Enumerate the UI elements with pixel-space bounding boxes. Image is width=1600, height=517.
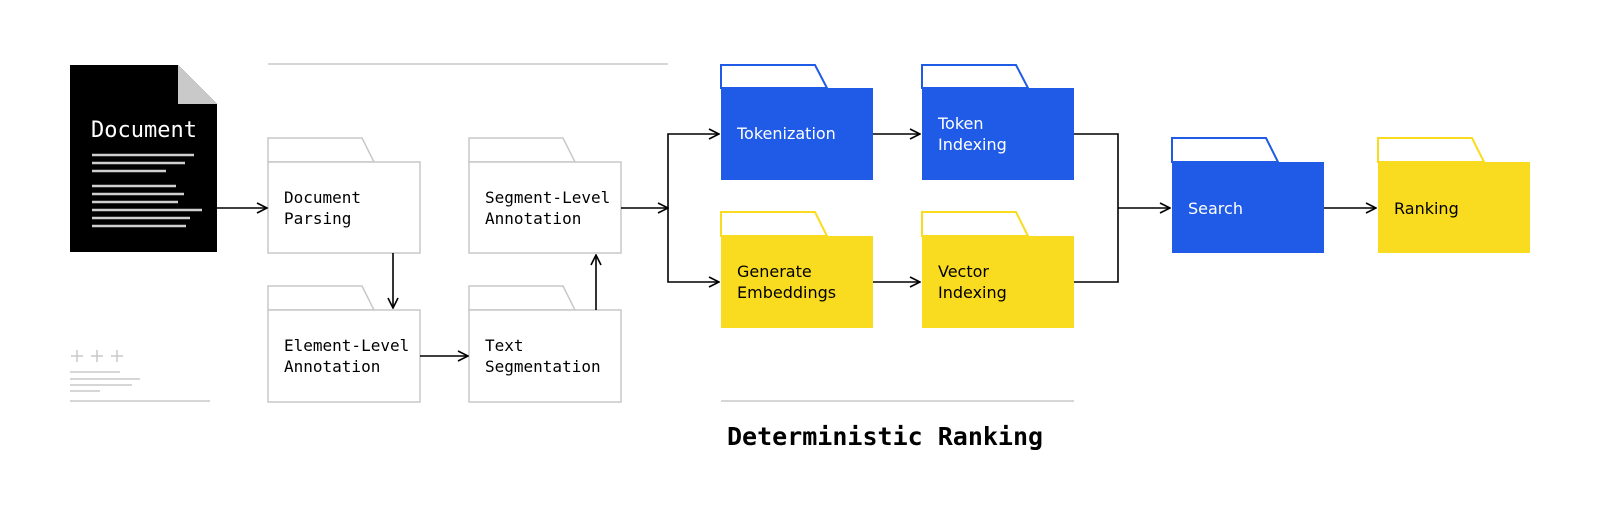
node-label: Segment-Level [485,188,610,207]
document-title: Document [91,118,197,143]
branch-down-to-embeddings [667,208,719,282]
node-label: Parsing [284,209,351,228]
node-label: Annotation [284,357,380,376]
section-label: Deterministic Ranking [727,422,1043,451]
node-label: Segmentation [485,357,601,376]
node-label: Element-Level [284,336,409,355]
node-label: Embeddings [737,283,836,302]
node-label: Annotation [485,209,581,228]
plus-icon-group [70,350,210,402]
branch-up-to-tokenization [667,134,719,208]
folder-tokenization: Tokenization [720,64,873,180]
folder-document-parsing: Document Parsing [267,137,421,254]
node-label: Generate [737,262,812,281]
merge-token-indexing [1074,133,1119,283]
folder-vector-indexing: Vector Indexing [921,211,1074,328]
node-label: Vector [938,262,989,281]
folder-ranking: Ranking [1377,137,1530,253]
folder-token-indexing: Token Indexing [921,64,1074,180]
node-label: Document [284,188,361,207]
node-label: Text [485,336,524,355]
folder-segment-annotation: Segment-Level Annotation [468,137,622,254]
folder-generate-embeddings: Generate Embeddings [720,211,873,328]
node-label: Search [1188,199,1243,218]
node-label: Tokenization [736,124,836,143]
folder-text-segmentation: Text Segmentation [468,285,622,403]
node-label: Token [937,114,984,133]
document-icon: Document [70,65,217,252]
node-label: Ranking [1394,199,1459,218]
folder-element-annotation: Element-Level Annotation [267,285,421,403]
node-label: Indexing [938,283,1007,302]
folder-search: Search [1171,137,1324,253]
node-label: Indexing [938,135,1007,154]
